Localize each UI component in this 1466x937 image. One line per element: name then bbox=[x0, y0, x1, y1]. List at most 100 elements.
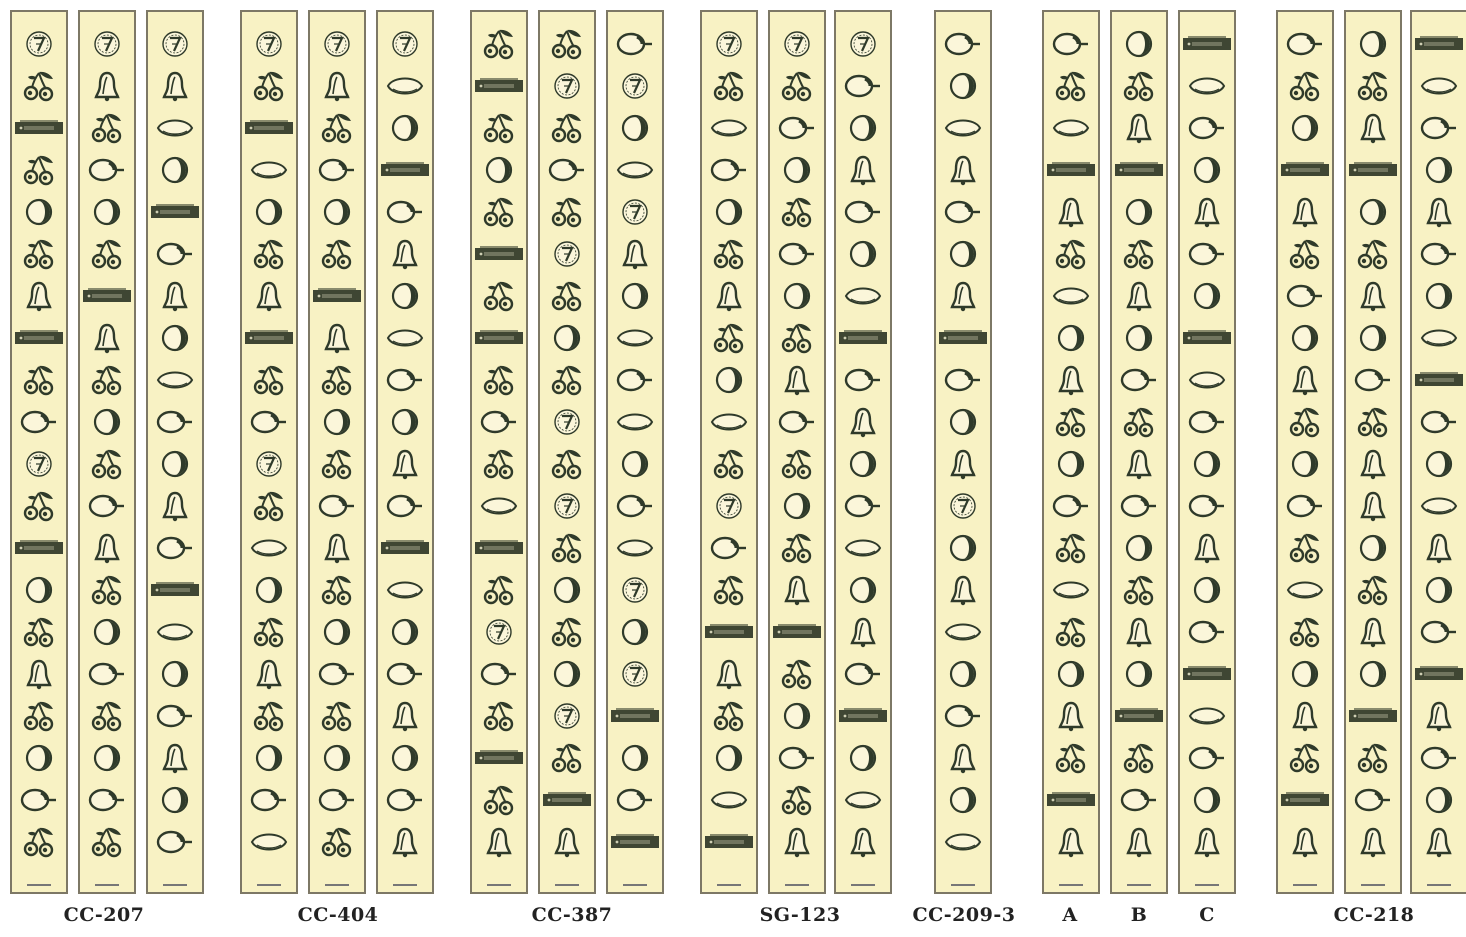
orange-icon bbox=[479, 408, 519, 440]
bell-icon bbox=[322, 322, 352, 358]
cherry-icon bbox=[712, 68, 746, 108]
plum-icon bbox=[1290, 659, 1320, 693]
reel-strip-3-0 bbox=[700, 10, 758, 894]
plum-icon bbox=[552, 659, 582, 693]
plum-icon bbox=[620, 281, 650, 315]
lemon-icon bbox=[1051, 115, 1091, 145]
bar-icon bbox=[474, 749, 524, 771]
reel-strip-4-0 bbox=[934, 10, 992, 894]
orange-icon bbox=[87, 660, 127, 692]
orange-icon bbox=[1419, 114, 1459, 146]
bell7-icon bbox=[24, 29, 54, 63]
reel-strip-2-1 bbox=[538, 10, 596, 894]
strip-footer-mark bbox=[1195, 884, 1219, 886]
strip-footer-mark bbox=[1059, 884, 1083, 886]
bell-icon bbox=[948, 280, 978, 316]
bar-icon bbox=[1414, 665, 1464, 687]
bar-icon bbox=[838, 329, 888, 351]
bell-icon bbox=[1358, 826, 1388, 862]
plum-icon bbox=[1358, 197, 1388, 231]
cherry-icon bbox=[1288, 530, 1322, 570]
bell-icon bbox=[848, 406, 878, 442]
cherry-icon bbox=[712, 446, 746, 486]
bar-icon bbox=[1114, 161, 1164, 183]
cherry-icon bbox=[1288, 404, 1322, 444]
bell-icon bbox=[390, 700, 420, 736]
cherry-icon bbox=[252, 698, 286, 738]
lemon-icon bbox=[615, 535, 655, 565]
bar-icon bbox=[610, 833, 660, 855]
bar-icon bbox=[150, 203, 200, 225]
cherry-icon bbox=[712, 236, 746, 276]
plum-icon bbox=[1290, 323, 1320, 357]
bar-icon bbox=[1414, 35, 1464, 57]
plum-icon bbox=[24, 197, 54, 231]
plum-icon bbox=[1192, 155, 1222, 189]
orange-icon bbox=[1285, 492, 1325, 524]
strip-footer-mark bbox=[785, 884, 809, 886]
strip-footer-mark bbox=[951, 884, 975, 886]
lemon-icon bbox=[385, 325, 425, 355]
cherry-icon bbox=[482, 26, 516, 66]
cherry-icon bbox=[320, 110, 354, 150]
bell7-icon bbox=[714, 491, 744, 525]
plum-icon bbox=[1124, 197, 1154, 231]
reel-label-c: C bbox=[1199, 904, 1215, 926]
lemon-icon bbox=[1051, 283, 1091, 313]
lemon-icon bbox=[385, 577, 425, 607]
cherry-icon bbox=[22, 614, 56, 654]
cherry-icon bbox=[482, 698, 516, 738]
orange-icon bbox=[615, 786, 655, 818]
orange-icon bbox=[777, 114, 817, 146]
plum-icon bbox=[948, 239, 978, 273]
cherry-icon bbox=[1122, 68, 1156, 108]
reel-strip-6-1 bbox=[1344, 10, 1402, 894]
orange-icon bbox=[1353, 366, 1393, 398]
plum-icon bbox=[160, 659, 190, 693]
bell-icon bbox=[1290, 826, 1320, 862]
plum-icon bbox=[1124, 659, 1154, 693]
bell-icon bbox=[1056, 700, 1086, 736]
lemon-icon bbox=[943, 619, 983, 649]
bell7-icon bbox=[92, 29, 122, 63]
orange-icon bbox=[1419, 618, 1459, 650]
bell-icon bbox=[1424, 826, 1454, 862]
plum-icon bbox=[848, 449, 878, 483]
bell-icon bbox=[714, 280, 744, 316]
bar-icon bbox=[938, 329, 988, 351]
lemon-icon bbox=[943, 115, 983, 145]
cherry-icon bbox=[320, 824, 354, 864]
bell-icon bbox=[552, 826, 582, 862]
bell-icon bbox=[848, 616, 878, 652]
cherry-icon bbox=[320, 572, 354, 612]
reel-strip-5-1 bbox=[1110, 10, 1168, 894]
cherry-icon bbox=[550, 194, 584, 234]
lemon-icon bbox=[249, 157, 289, 187]
bell-icon bbox=[1124, 448, 1154, 484]
plum-icon bbox=[848, 743, 878, 777]
bell-icon bbox=[92, 70, 122, 106]
plum-icon bbox=[1192, 785, 1222, 819]
bell-icon bbox=[1124, 112, 1154, 148]
bell-icon bbox=[948, 154, 978, 190]
bar-icon bbox=[14, 119, 64, 141]
plum-icon bbox=[1056, 659, 1086, 693]
bell7-icon bbox=[24, 449, 54, 483]
orange-icon bbox=[155, 534, 195, 566]
plum-icon bbox=[322, 617, 352, 651]
orange-icon bbox=[317, 786, 357, 818]
orange-icon bbox=[615, 366, 655, 398]
strip-footer-mark bbox=[1127, 884, 1151, 886]
orange-icon bbox=[843, 492, 883, 524]
orange-icon bbox=[479, 660, 519, 692]
orange-icon bbox=[1119, 366, 1159, 398]
plum-icon bbox=[1124, 323, 1154, 357]
cherry-icon bbox=[252, 236, 286, 276]
plum-icon bbox=[390, 113, 420, 147]
bell-icon bbox=[1358, 616, 1388, 652]
plum-icon bbox=[322, 197, 352, 231]
reel-strip-0-0 bbox=[10, 10, 68, 894]
bar-icon bbox=[704, 833, 754, 855]
bar-icon bbox=[542, 791, 592, 813]
plum-icon bbox=[1056, 323, 1086, 357]
